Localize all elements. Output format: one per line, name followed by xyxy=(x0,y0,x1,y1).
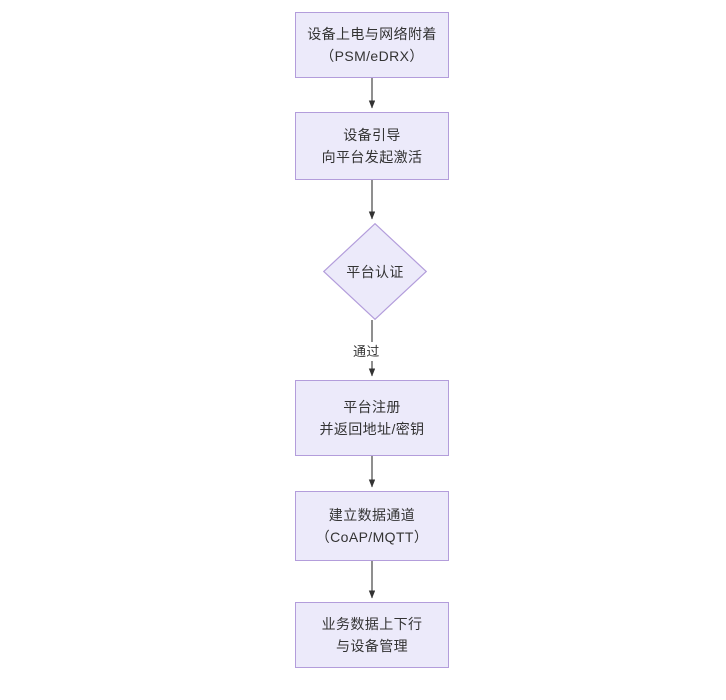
node-power-on[interactable]: 设备上电与网络附着 （PSM/eDRX） xyxy=(295,12,449,78)
diamond-shape xyxy=(323,223,427,320)
node-platform-auth[interactable]: 平台认证 xyxy=(323,223,427,320)
node-power-on-line-1: 设备上电与网络附着 xyxy=(307,26,437,42)
node-bootstrap-line-2: 向平台发起激活 xyxy=(321,149,423,165)
node-platform-auth-label: 平台认证 xyxy=(346,263,404,280)
node-service-data-line-2: 与设备管理 xyxy=(336,638,408,654)
edge-label-pass: 通过 xyxy=(351,342,382,361)
node-data-channel-line-2: （CoAP/MQTT） xyxy=(315,529,429,545)
node-data-channel[interactable]: 建立数据通道 （CoAP/MQTT） xyxy=(295,491,449,561)
node-bootstrap[interactable]: 设备引导 向平台发起激活 xyxy=(295,112,449,180)
node-platform-register[interactable]: 平台注册 并返回地址/密钥 xyxy=(295,380,449,456)
node-service-data-line-1: 业务数据上下行 xyxy=(321,616,423,632)
node-platform-register-line-2: 并返回地址/密钥 xyxy=(319,421,425,437)
node-data-channel-line-1: 建立数据通道 xyxy=(328,507,416,523)
node-power-on-line-2: （PSM/eDRX） xyxy=(320,48,424,64)
node-bootstrap-line-1: 设备引导 xyxy=(343,127,401,143)
node-platform-register-line-1: 平台注册 xyxy=(343,399,401,415)
node-service-data[interactable]: 业务数据上下行 与设备管理 xyxy=(295,602,449,668)
